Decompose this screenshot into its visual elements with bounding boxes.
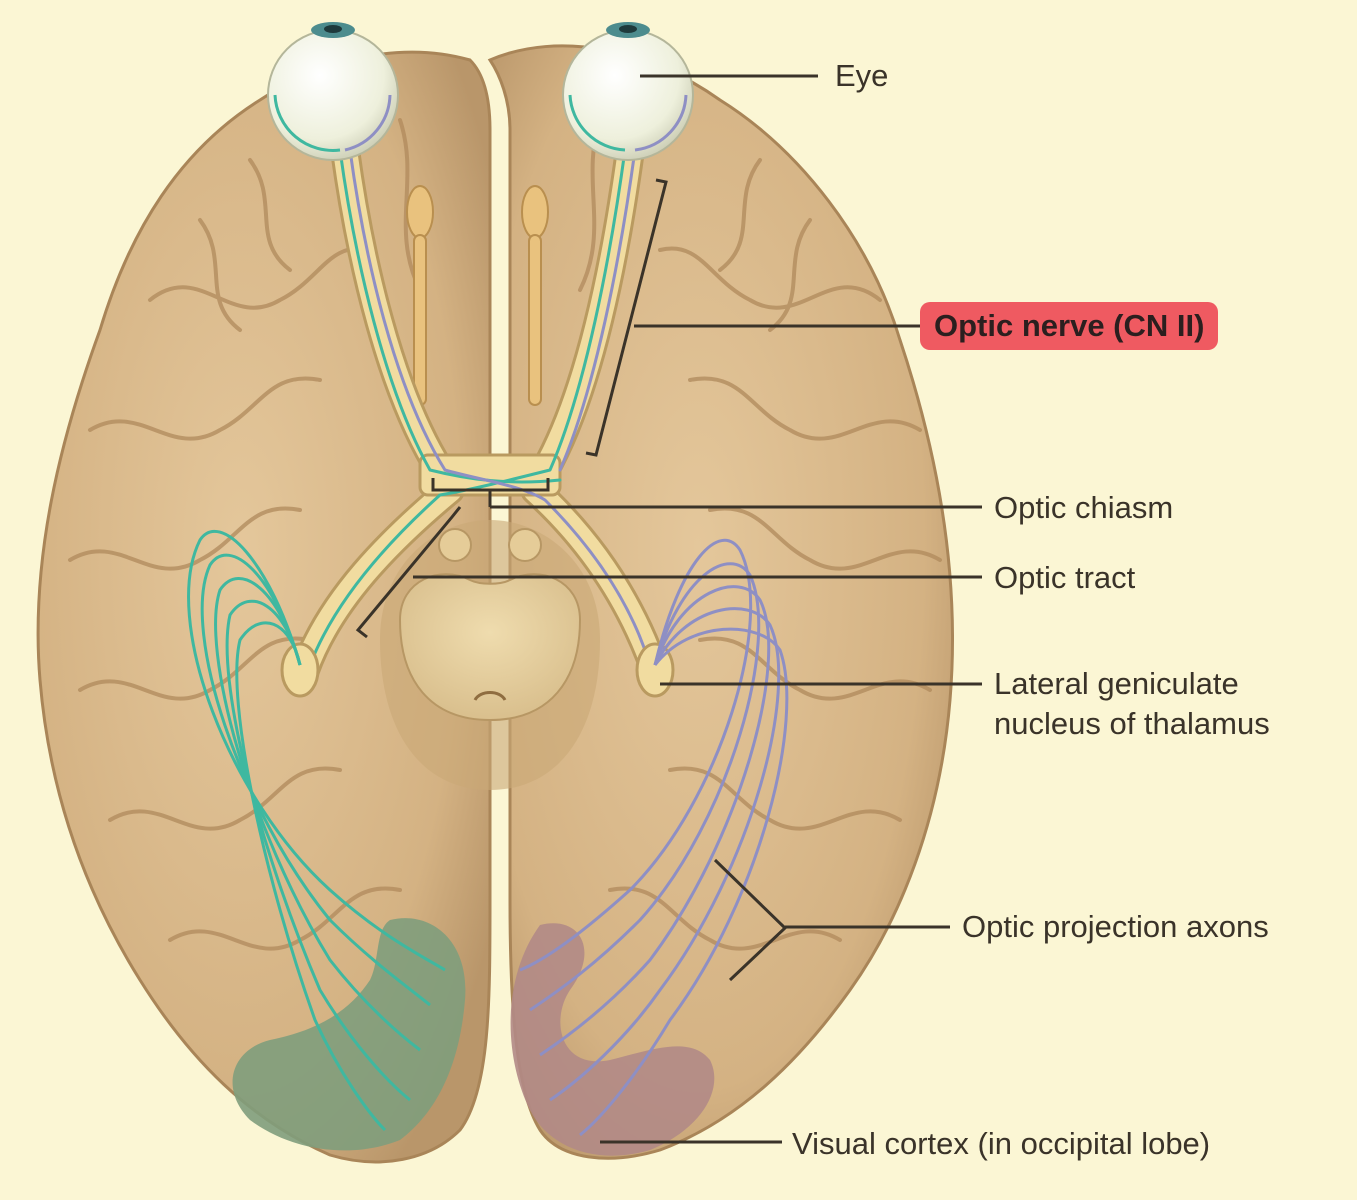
- optic-nerve-label: Optic nerve (CN II): [920, 302, 1219, 350]
- left-optic-radiation: [187, 529, 446, 1132]
- optic-chiasm-label: Optic chiasm: [994, 490, 1174, 525]
- optic-nerve-bracket: [585, 178, 668, 457]
- brainstem: [380, 520, 600, 790]
- eye-label: Eye: [835, 58, 889, 93]
- gyri-texture: [68, 118, 942, 951]
- optic-tract-bracket: [355, 506, 462, 639]
- optic-pathway: [290, 135, 670, 685]
- lgn-label-line1: Lateral geniculate: [994, 666, 1239, 701]
- projection-axons-label: Optic projection axons: [962, 909, 1269, 944]
- lgn-label-line2: nucleus of thalamus: [994, 705, 1270, 741]
- leader-lines: [413, 74, 982, 1144]
- visual-cortex-label: Visual cortex (in occipital lobe): [792, 1126, 1211, 1161]
- olfactory-bulbs: [406, 185, 549, 406]
- lgn-label: Lateral geniculate nucleus of thalamus: [994, 664, 1270, 743]
- right-eye: [562, 22, 694, 161]
- brackets: [355, 178, 788, 982]
- left-eye: [267, 22, 399, 161]
- optic-tract-label: Optic tract: [994, 560, 1136, 595]
- right-visual-cortex: [510, 923, 715, 1156]
- left-lgn: [280, 642, 320, 698]
